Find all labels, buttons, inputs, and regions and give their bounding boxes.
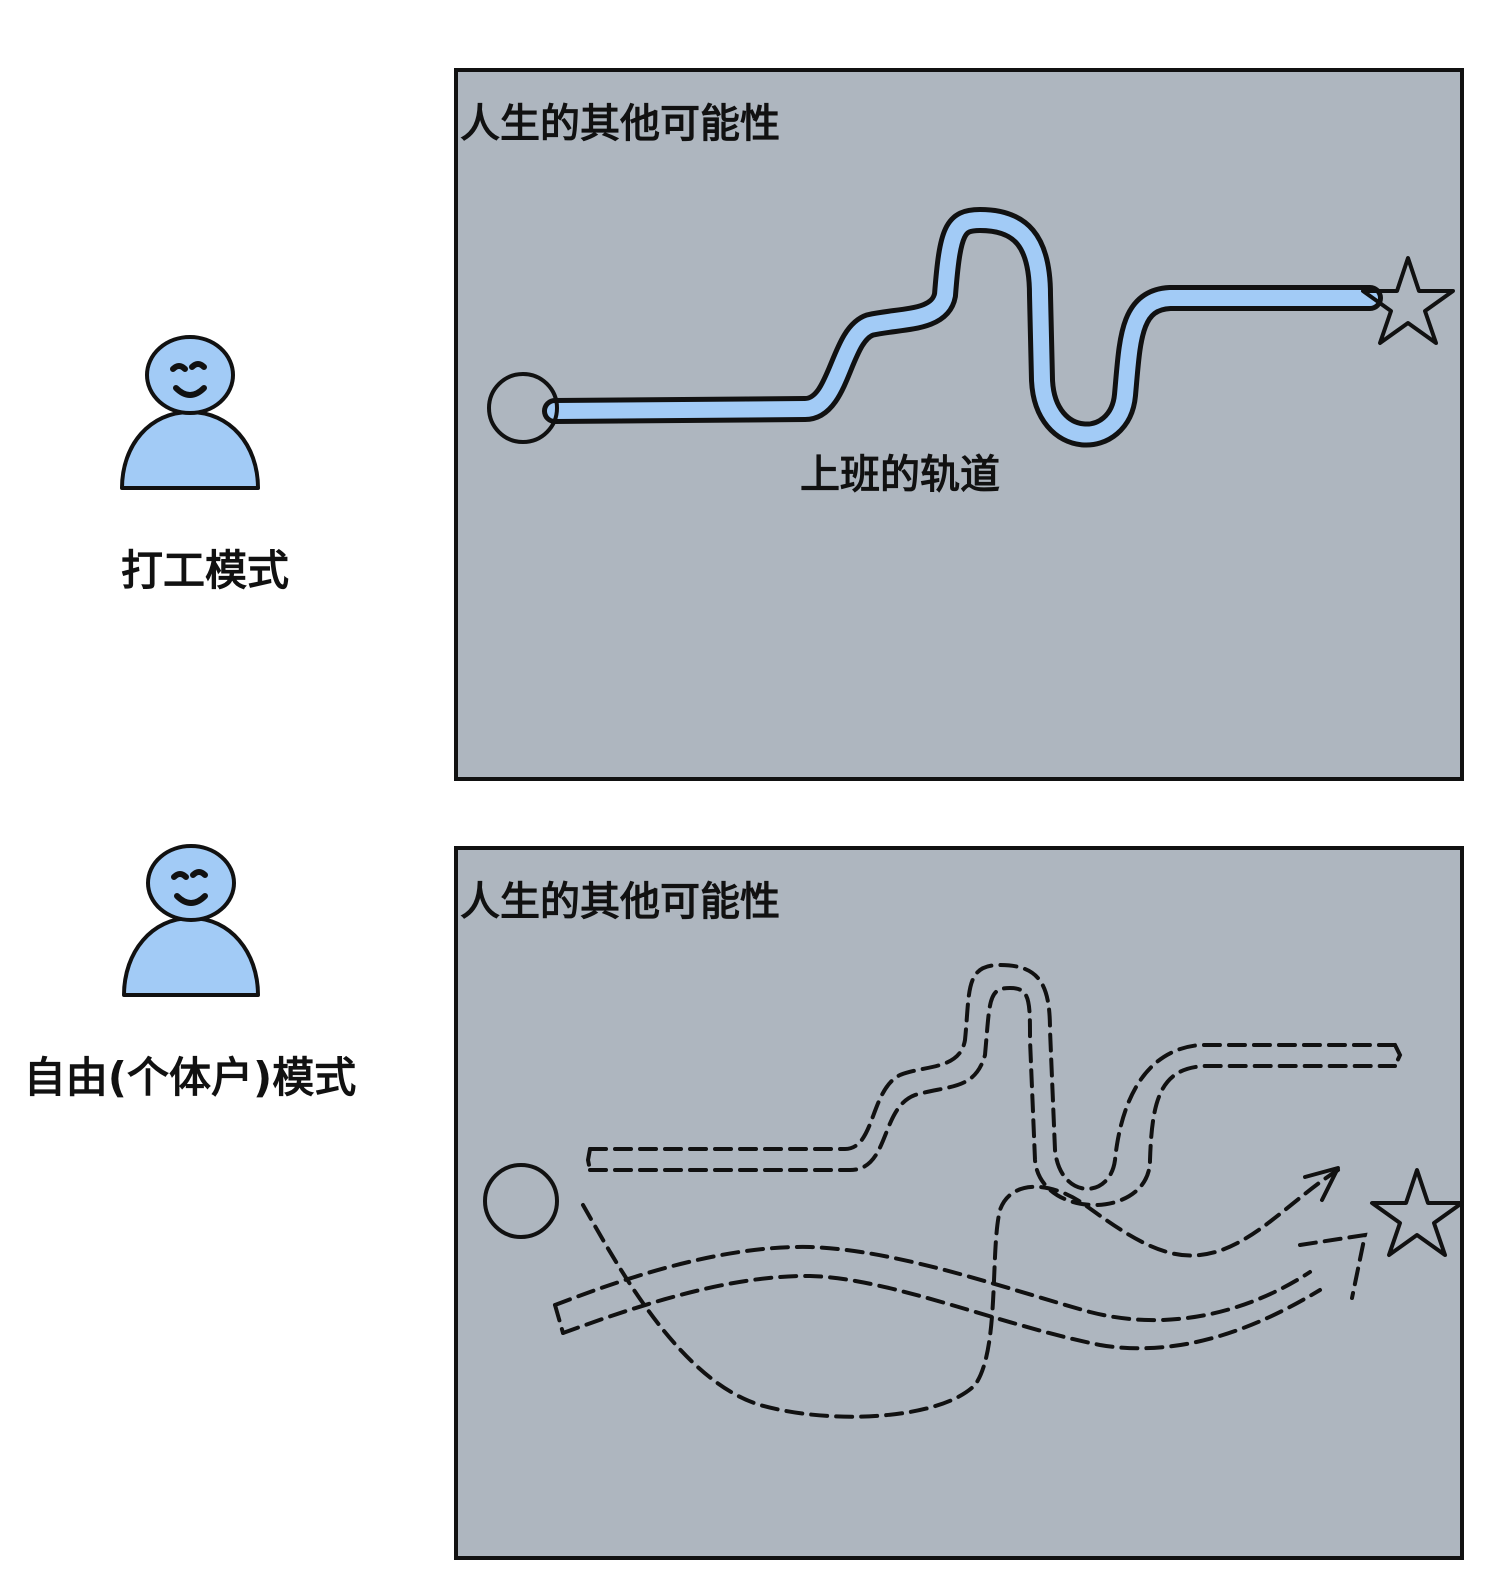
possibility-panel (454, 846, 1464, 1560)
top-section: 打工模式 人生的其他可能性 上班的轨道 (120, 68, 1464, 781)
dashed-loop-path (581, 1168, 1340, 1419)
person-head (146, 844, 236, 922)
possibility-panel (454, 68, 1464, 781)
eye-right (189, 361, 207, 370)
person-icon (122, 844, 260, 997)
star-icon (1361, 256, 1455, 345)
person-body (122, 916, 260, 997)
person-body (120, 410, 260, 490)
figure-label: 打工模式 (121, 546, 289, 595)
circle-icon (483, 1163, 559, 1239)
arrowhead (1303, 1166, 1340, 1202)
star-icon (1370, 1168, 1464, 1257)
panel-title: 人生的其他可能性 (460, 101, 780, 147)
track-label: 上班的轨道 (800, 452, 1000, 498)
panel-title: 人生的其他可能性 (460, 879, 780, 925)
person-head (145, 335, 235, 415)
dashed-band-arrow (553, 1232, 1368, 1351)
dashed-winding-path (585, 962, 1403, 1207)
bottom-section: 自由(个体户)模式 人生的其他可能性 (24, 844, 1464, 1560)
work-track (547, 212, 1378, 443)
eye-left (170, 363, 188, 372)
eye-right (190, 869, 208, 878)
smile (173, 385, 207, 398)
figure-label: 自由(个体户)模式 (24, 1053, 356, 1102)
smile (174, 893, 208, 906)
circle-icon (487, 372, 559, 444)
eye-left (171, 871, 189, 880)
person-icon (120, 335, 260, 490)
